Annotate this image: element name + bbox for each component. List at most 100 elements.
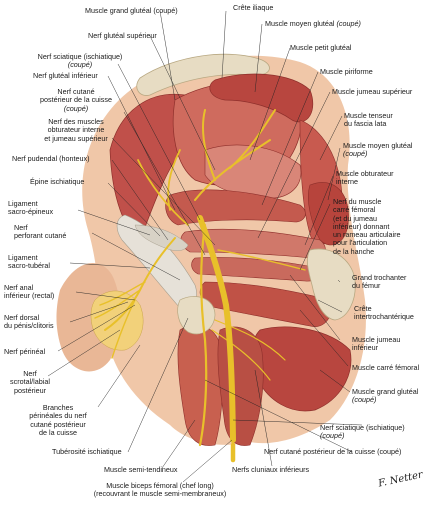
greater-trochanter [306,248,356,321]
label-branches-l3: cutané postérieur [30,419,86,429]
label-branches-l2: périnéales du nerf [29,411,87,421]
label-moyen-gluteal-top-note: (coupé) [336,19,361,28]
label-piriforme: Muscle piriforme [320,67,373,76]
label-biceps-l1: Muscle biceps fémoral (chef long) [106,481,214,490]
label-petit-gluteal: Muscle petit glutéal [290,43,352,52]
label-carre-l2: carré fémoral [333,205,376,215]
label-sciatique-bottom-l1: Nerf sciatique (ischiatique) [320,423,405,432]
label-obturateurs-l1: Nerf des muscles [48,117,104,126]
label-jumeau-inf-l1: Muscle jumeau [352,335,401,344]
label-carre-l7: de la hanche [333,246,375,256]
label-pudendal: Nerf pudendal (honteux) [12,154,90,163]
label-moyen-gluteal-top: Muscle moyen glutéal (coupé) [265,19,361,28]
label-crete-inter-l1: Crête [354,304,372,313]
label-scrotal-l3: postérieur [14,385,46,395]
inferior-cluneal-nerves [211,319,286,381]
label-semi-tendineux: Muscle semi-tendineux [104,465,178,474]
label-moyen-gluteal-right-l1: Muscle moyen glutéal [343,141,413,150]
sciatic-nerve [197,215,236,443]
label-sacro-epineux-l1: Ligament [8,199,38,208]
leader-lines [47,10,363,483]
label-grand-gluteal-top: Muscle grand glutéal (coupé) [85,6,178,15]
label-crete-inter-l2: intertrochantérique [354,312,414,322]
label-obturateurs-l2: obturateur interne [47,125,105,135]
semitendinosus [177,324,223,446]
label-obturateurs-l3: et jumeau supérieur [44,133,108,143]
label-sacro-tuberal-l1: Ligament [8,253,38,262]
label-jumeau-inf-l2: inférieur [352,343,378,353]
label-cutane-bottom: Nerf cutané postérieur de la cuisse (cou… [264,447,402,456]
label-sacro-epineux-l2: sacro-épineux [8,207,54,217]
label-biceps-l2: (recouvrant le muscle semi-membraneux) [93,489,227,499]
label-carre-l5: un rameau articulaire [333,230,401,240]
label-grand-trochanter-l2: du fémur [352,281,381,291]
label-branches-l1: Branches [42,403,74,412]
label-cluniaux: Nerfs cluniaux inférieurs [232,465,310,474]
label-grand-gluteal-bottom-l1: Muscle grand glutéal [352,387,419,396]
label-obturateur-int-l2: interne [336,177,358,187]
label-nerf-gluteal-inf: Nerf glutéal inférieur [33,71,98,80]
label-sacro-tuberal-l2: sacro-tubéral [8,261,50,271]
label-branches-l4: de la cuisse [39,427,77,437]
label-moyen-gluteal-right-l2: (coupé) [343,149,368,159]
nerve-to-quadratus [217,249,306,271]
label-carre-l6: pour l'articulation [333,238,388,248]
label-carre-l1: Nerf du muscle [333,197,382,206]
label-dorsal-l1: Nerf dorsal [4,313,40,322]
label-cutane-post-l3: (coupé) [63,103,89,113]
label-carre-l4: inférieur) donnant [333,221,390,231]
label-nerf-gluteal-sup: Nerf glutéal supérieur [88,31,157,40]
label-moyen-gluteal-right: Muscle moyen glutéal(coupé) [343,141,413,159]
label-jumeau-sup: Muscle jumeau supérieur [332,87,413,96]
posterior-femoral-cutaneous-nerve [198,223,208,447]
label-scrotal-l1: Nerf [23,369,37,378]
label-obturateur-int-l1: Muscle obturateur [336,169,394,178]
label-tenseur-l2: du fascia lata [344,119,387,129]
inferior-gluteal-nerve [137,149,189,226]
label-tenseur-l1: Muscle tenseur [344,111,393,120]
label-biceps: Muscle biceps fémoral (chef long)(recouv… [60,481,260,499]
label-anal-l2: inférieur (rectal) [4,291,55,301]
label-cutane-post-l2: postérieur de la cuisse [40,95,112,105]
label-dorsal-l2: du pénis/clitoris [4,321,54,331]
label-perineal: Nerf périnéal [4,347,46,356]
superior-gluteal-nerve [194,109,276,201]
label-grand-trochanter-l1: Grand trochanter [352,273,407,282]
label-carre-femoral: Muscle carré fémoral [352,363,420,372]
label-perforant-l1: Nerf [14,223,28,232]
label-anal-l1: Nerf anal [4,283,34,292]
label-tuberosite: Tubérosité ischiatique [52,447,122,456]
label-sciatique-bottom: Nerf sciatique (ischiatique)(coupé) [320,423,405,441]
label-epine: Épine ischiatique [30,177,85,186]
label-scrotal-l2: scrotal/labial [10,377,50,387]
label-cutane-post-l1: Nerf cutané [57,87,95,96]
label-perforant-l2: perforant cutané [14,231,67,241]
sacrospinous-ligament [134,224,189,251]
label-sciatique-bottom-l2: (coupé) [320,431,345,441]
gluteus-maximus-cut-top [209,73,314,123]
label-crete-iliaque: Crête iliaque [233,3,274,12]
label-sciatique-top-l2: (coupé) [67,60,93,70]
label-moyen-gluteal-top-name: Muscle moyen glutéal [265,19,335,28]
label-carre-l3: (et du jumeau [333,213,377,223]
ischial-tuberosity [177,296,216,335]
label-grand-gluteal-bottom-l2: (coupé) [352,395,377,405]
label-sciatique-top-l1: Nerf sciatique (ischiatique) [37,52,123,61]
label-grand-gluteal-bottom: Muscle grand glutéal(coupé) [352,387,419,405]
